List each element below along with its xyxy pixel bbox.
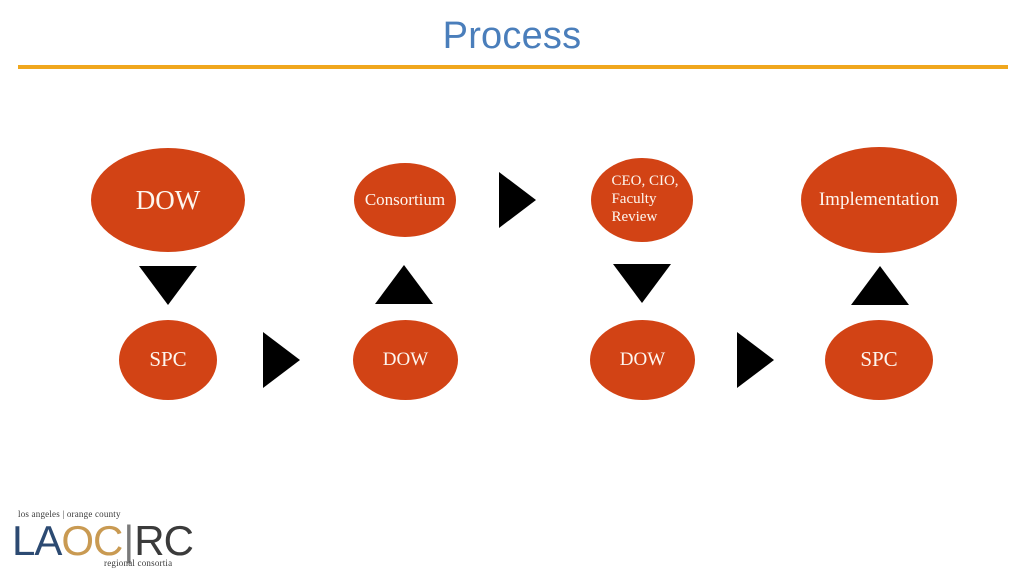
laocrc-logo: los angeles | orange county LAOC|RC regi… bbox=[10, 509, 194, 571]
logo-mark-oc: OC bbox=[61, 517, 123, 564]
process-node-consortium[interactable]: Consortium bbox=[354, 163, 456, 237]
arrow-down-icon-review-dow3 bbox=[613, 264, 671, 303]
title-divider bbox=[18, 65, 1008, 69]
arrow-right-icon-spc1-dow2 bbox=[263, 332, 300, 388]
node-label: SPC bbox=[860, 347, 898, 372]
arrow-up-icon-dow2-consortium bbox=[375, 265, 433, 304]
logo-tagline-bottom: regional consortia bbox=[104, 558, 173, 568]
node-label: DOW bbox=[619, 349, 666, 371]
logo-mark-la: LA bbox=[12, 517, 62, 564]
process-node-spc-1[interactable]: SPC bbox=[119, 320, 217, 400]
node-label: DOW bbox=[382, 349, 429, 371]
arrow-right-icon-dow3-spc2 bbox=[737, 332, 774, 388]
logo-mark-divider: | bbox=[123, 517, 134, 564]
arrow-down-icon-dow1-spc1 bbox=[139, 266, 197, 305]
process-node-implementation[interactable]: Implementation bbox=[801, 147, 957, 253]
node-label: SPC bbox=[149, 347, 187, 372]
logo-tagline-top: los angeles | orange county bbox=[18, 509, 121, 519]
logo-wordmark: LAOC|RC bbox=[12, 517, 194, 564]
node-label: DOW bbox=[135, 184, 201, 215]
arrow-up-icon-spc2-implementation bbox=[851, 266, 909, 305]
logo-mark-rc: RC bbox=[134, 517, 194, 564]
node-label: Consortium bbox=[364, 190, 446, 210]
page-title: Process bbox=[442, 15, 582, 57]
process-node-spc-2[interactable]: SPC bbox=[825, 320, 933, 400]
process-node-dow-3[interactable]: DOW bbox=[590, 320, 695, 400]
node-label: Implementation bbox=[818, 189, 940, 211]
arrow-right-icon-consortium-review bbox=[499, 172, 536, 228]
process-node-dow-2[interactable]: DOW bbox=[353, 320, 458, 400]
process-node-review[interactable]: CEO, CIO, Faculty Review bbox=[591, 158, 693, 242]
node-label: CEO, CIO, Faculty Review bbox=[611, 173, 679, 225]
process-node-dow-1[interactable]: DOW bbox=[91, 148, 245, 252]
